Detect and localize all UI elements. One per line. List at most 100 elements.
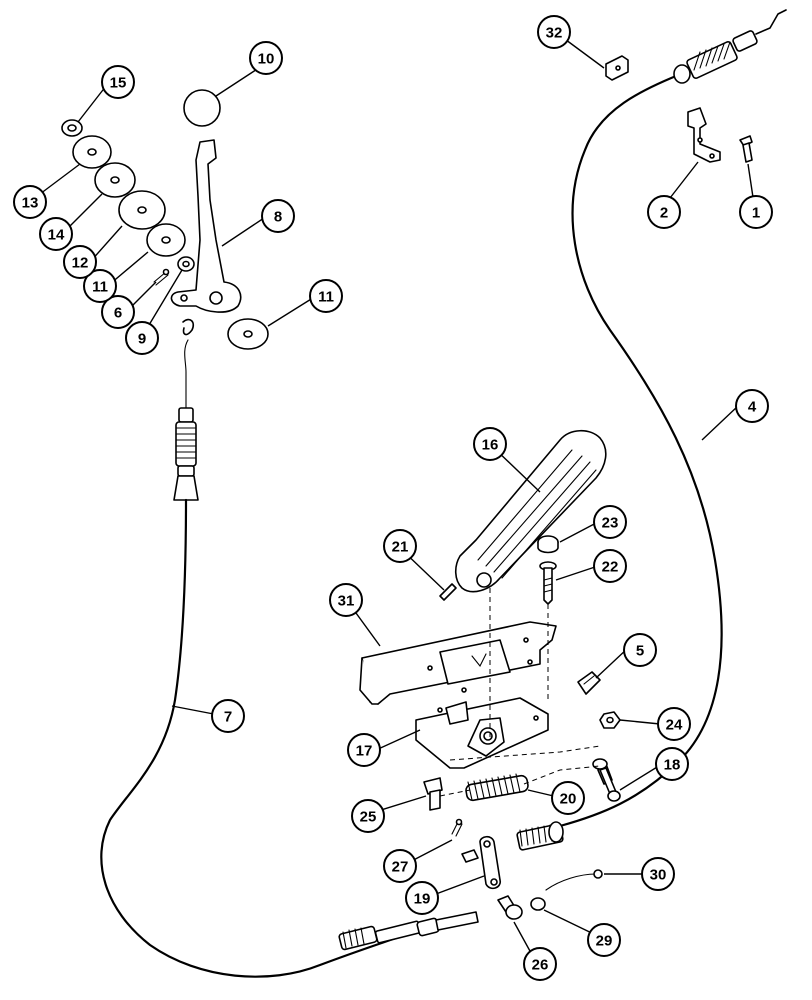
callout-number: 27 bbox=[392, 859, 409, 876]
callout-number: 25 bbox=[360, 809, 377, 826]
callout-circle bbox=[83, 269, 117, 303]
callout-circle bbox=[623, 633, 657, 667]
cotter-pin-27 bbox=[451, 818, 463, 837]
link-19 bbox=[461, 835, 501, 890]
bracket-2 bbox=[687, 107, 721, 163]
callout-circle bbox=[739, 195, 773, 229]
callout-c6: 6 bbox=[101, 295, 135, 329]
callout-c19: 19 bbox=[405, 881, 439, 915]
accelerator-pedal-16 bbox=[454, 429, 607, 593]
callout-c12: 12 bbox=[63, 245, 97, 279]
callout-circle bbox=[249, 41, 283, 75]
callout-c21: 21 bbox=[383, 529, 417, 563]
callout-circle bbox=[101, 65, 135, 99]
callout-circle bbox=[593, 549, 627, 583]
callout-c15: 15 bbox=[101, 65, 135, 99]
callout-c29: 29 bbox=[587, 923, 621, 957]
cap-29 bbox=[530, 897, 546, 911]
callout-circle bbox=[13, 185, 47, 219]
cable-4-lower-end bbox=[516, 821, 564, 851]
callout-c4: 4 bbox=[735, 389, 769, 423]
callout-circle bbox=[383, 849, 417, 883]
ball-joint-26 bbox=[497, 895, 523, 920]
throttle-cable-4 bbox=[516, 9, 787, 851]
callout-c9: 9 bbox=[125, 321, 159, 355]
hand-lever-8 bbox=[170, 139, 242, 313]
bushing-9 bbox=[177, 256, 195, 272]
callout-c10: 10 bbox=[249, 41, 283, 75]
bolt-25 bbox=[423, 777, 443, 811]
callout-number: 4 bbox=[748, 399, 757, 416]
callout-number: 26 bbox=[532, 957, 549, 974]
callout-circle bbox=[211, 699, 245, 733]
callout-circle bbox=[351, 799, 385, 833]
callout-circle bbox=[39, 217, 73, 251]
callout-number: 13 bbox=[22, 195, 39, 212]
leader-lines bbox=[31, 33, 755, 963]
callout-number: 5 bbox=[636, 643, 644, 660]
nut-24 bbox=[599, 711, 621, 729]
callout-number: 19 bbox=[414, 891, 431, 908]
bolt-22 bbox=[539, 561, 557, 605]
callout-c18: 18 bbox=[655, 747, 689, 781]
callout-c2: 2 bbox=[647, 195, 681, 229]
callout-circle bbox=[641, 857, 675, 891]
callout-number: 11 bbox=[318, 289, 334, 306]
callout-c20: 20 bbox=[551, 781, 585, 815]
callout-circle bbox=[655, 747, 689, 781]
callout-c11b: 11 bbox=[309, 279, 343, 313]
callout-circle bbox=[735, 389, 769, 423]
cotter-pin-6 bbox=[153, 268, 170, 286]
callout-c31: 31 bbox=[329, 583, 363, 617]
callout-number: 20 bbox=[560, 791, 577, 808]
callout-c30: 30 bbox=[641, 857, 675, 891]
washer-14 bbox=[94, 162, 136, 198]
callout-number: 31 bbox=[338, 593, 355, 610]
callout-number: 32 bbox=[546, 25, 563, 42]
cap-23 bbox=[537, 535, 559, 554]
callout-c22: 22 bbox=[593, 549, 627, 583]
callout-circle bbox=[551, 781, 585, 815]
nut-15 bbox=[61, 119, 83, 137]
callout-c25: 25 bbox=[351, 799, 385, 833]
callout-number: 9 bbox=[138, 331, 146, 348]
callout-number: 22 bbox=[602, 559, 619, 576]
callout-circle bbox=[405, 881, 439, 915]
callout-number: 8 bbox=[274, 209, 282, 226]
control-cable-7 bbox=[100, 318, 479, 978]
callout-circle bbox=[647, 195, 681, 229]
floor-plate-31 bbox=[359, 621, 557, 705]
callout-circle bbox=[473, 427, 507, 461]
callout-c1: 1 bbox=[739, 195, 773, 229]
callout-c32: 32 bbox=[537, 15, 571, 49]
callout-c14: 14 bbox=[39, 217, 73, 251]
callout-number: 21 bbox=[392, 539, 409, 556]
callout-circle bbox=[329, 583, 363, 617]
cable-4-threaded-end bbox=[673, 9, 787, 84]
callout-c27: 27 bbox=[383, 849, 417, 883]
callout-number: 24 bbox=[666, 717, 683, 734]
callout-circle bbox=[63, 245, 97, 279]
callout-number: 17 bbox=[356, 743, 373, 760]
callout-c17: 17 bbox=[347, 733, 381, 767]
clevis-pin-18 bbox=[592, 758, 621, 802]
pedal-base-17 bbox=[415, 697, 549, 769]
cable-7-lower-fitting bbox=[338, 911, 479, 951]
callout-c13: 13 bbox=[13, 185, 47, 219]
clip-32 bbox=[605, 55, 629, 81]
washer-13 bbox=[72, 135, 112, 169]
callout-number: 29 bbox=[596, 933, 613, 950]
pin-21 bbox=[439, 583, 457, 601]
callout-circle bbox=[523, 947, 557, 981]
callout-number: 6 bbox=[114, 305, 122, 322]
callout-circle bbox=[593, 505, 627, 539]
callout-labels: 1245678910111112131415161718192021222324… bbox=[13, 15, 773, 981]
callout-c5: 5 bbox=[623, 633, 657, 667]
callout-circle bbox=[657, 707, 691, 741]
callout-number: 7 bbox=[224, 709, 232, 726]
callout-c23: 23 bbox=[593, 505, 627, 539]
callout-circle bbox=[383, 529, 417, 563]
callout-circle bbox=[587, 923, 621, 957]
